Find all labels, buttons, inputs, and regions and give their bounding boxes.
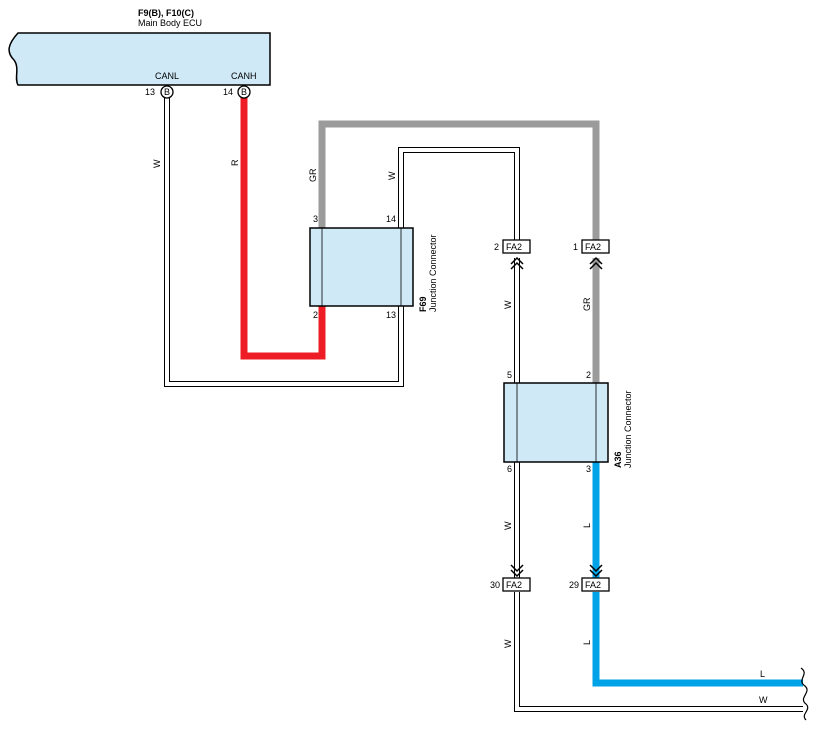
svg-text:2: 2 <box>313 310 318 320</box>
wire-label-l-low: L <box>582 523 592 528</box>
wire-label-w-top: W <box>387 171 397 180</box>
canl-pin: B 13 <box>145 85 174 99</box>
wire-label-w-mid: W <box>503 300 513 309</box>
wire-label-canl-w: W <box>152 159 162 168</box>
svg-text:14: 14 <box>386 214 396 224</box>
wire-label-w-low: W <box>503 521 513 530</box>
a36-id: A36 <box>613 451 623 468</box>
svg-text:5: 5 <box>507 370 512 380</box>
svg-text:14: 14 <box>223 87 233 97</box>
canh-red-wire <box>240 98 326 360</box>
l-blue-wire-bottom <box>592 592 803 687</box>
gr-gray-wire <box>318 120 600 240</box>
svg-text:FA2: FA2 <box>506 242 522 252</box>
svg-text:3: 3 <box>586 464 591 474</box>
svg-text:29: 29 <box>569 580 579 590</box>
a36-name: Junction Connector <box>623 390 633 468</box>
wire-label-canh-r: R <box>230 159 240 166</box>
fa2-connector-pin2: FA2 2 <box>494 239 531 270</box>
canl-label: CANL <box>155 71 179 81</box>
svg-text:2: 2 <box>586 370 591 380</box>
wire-label-gr-top: GR <box>308 168 318 182</box>
canl-white-wire <box>164 98 404 387</box>
svg-text:FA2: FA2 <box>585 580 601 590</box>
wire-label-w-right: W <box>759 695 768 705</box>
svg-text:FA2: FA2 <box>506 580 522 590</box>
svg-text:30: 30 <box>490 580 500 590</box>
f69-junction-connector: 3 14 2 13 F69 Junction Connector <box>309 214 438 320</box>
fa2-connector-pin29: FA2 29 <box>569 564 610 592</box>
svg-text:1: 1 <box>573 242 578 252</box>
wire-break-symbol <box>800 667 809 721</box>
chevron-up-icon <box>589 256 603 270</box>
canh-label: CANH <box>231 71 257 81</box>
wire-label-l-right: L <box>760 669 765 679</box>
fa2-connector-pin1: FA2 1 <box>573 239 610 270</box>
main-body-ecu: F9(B), F10(C) Main Body ECU CANL CANH <box>8 8 271 86</box>
w-white-wire-bottom <box>514 592 803 712</box>
wire-label-l-bottom: L <box>582 640 592 645</box>
svg-text:3: 3 <box>313 214 318 224</box>
w-white-wire-top <box>398 147 520 240</box>
f69-name: Junction Connector <box>428 234 438 312</box>
wire-label-gr-mid: GR <box>582 297 592 311</box>
ecu-name: Main Body ECU <box>138 18 202 28</box>
svg-text:13: 13 <box>386 310 396 320</box>
svg-text:2: 2 <box>494 242 499 252</box>
svg-text:13: 13 <box>145 87 155 97</box>
ecu-connector-ids: F9(B), F10(C) <box>138 8 194 18</box>
svg-text:FA2: FA2 <box>585 242 601 252</box>
svg-text:6: 6 <box>507 464 512 474</box>
chevron-up-icon <box>510 256 524 270</box>
wire-label-w-bottom: W <box>503 639 513 648</box>
chevron-down-icon <box>589 564 603 578</box>
a36-junction-connector: 5 2 6 3 A36 Junction Connector <box>503 370 633 474</box>
svg-text:B: B <box>164 87 170 97</box>
svg-text:B: B <box>241 87 247 97</box>
fa2-connector-pin30: FA2 30 <box>490 564 531 592</box>
ecu-box <box>8 32 271 86</box>
f69-id: F69 <box>418 296 428 312</box>
chevron-down-icon <box>510 564 524 578</box>
canh-pin: B 14 <box>223 85 251 99</box>
